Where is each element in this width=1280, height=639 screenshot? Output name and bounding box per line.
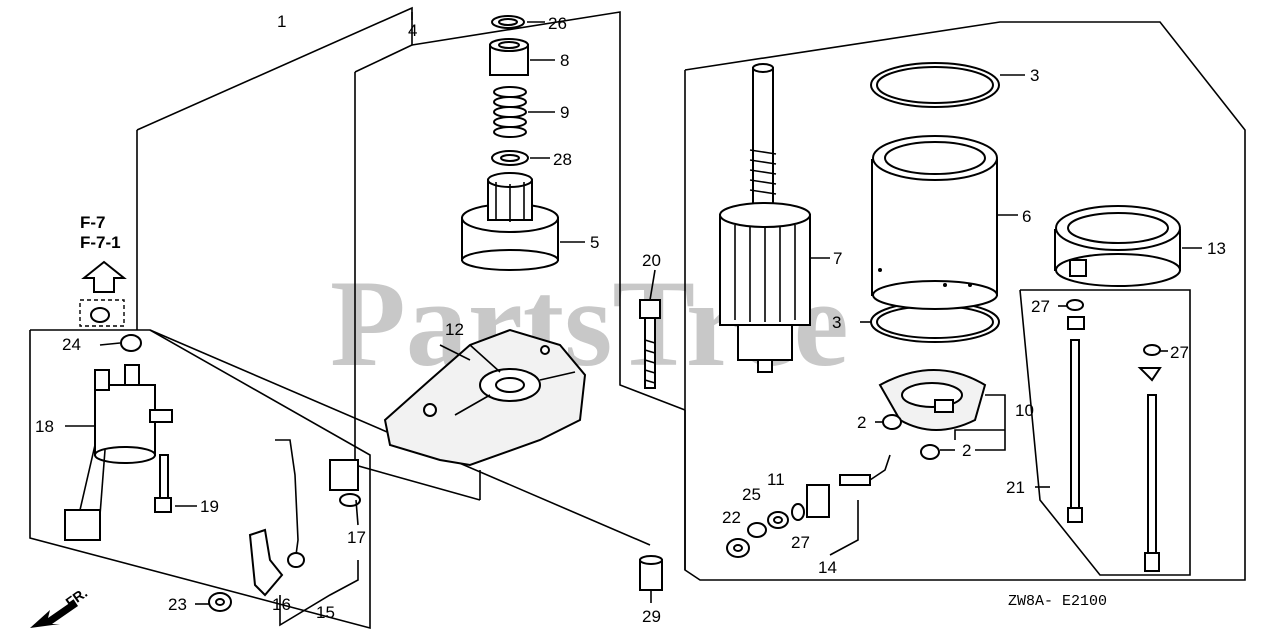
callout-27-right: 27: [1170, 343, 1189, 362]
part-9-spring[interactable]: [493, 86, 527, 138]
callout-1: 1: [277, 12, 286, 31]
front-arrow-icon: [30, 600, 78, 628]
part-6-yoke[interactable]: [871, 135, 998, 310]
callout-2-left: 2: [857, 413, 866, 432]
part-7-armature[interactable]: [719, 63, 811, 373]
part-27-washer-right[interactable]: [1137, 344, 1162, 382]
leader-lines: [65, 21, 1202, 627]
callout-14: 14: [818, 558, 837, 577]
callout-3-top: 3: [1030, 66, 1039, 85]
callout-17: 17: [347, 528, 366, 547]
callout-2-right: 2: [962, 441, 971, 460]
callout-23: 23: [168, 595, 187, 614]
part-17-boot[interactable]: [329, 459, 361, 507]
part-14-terminal[interactable]: [806, 454, 891, 518]
callout-25: 25: [742, 485, 761, 504]
callout-22: 22: [722, 508, 741, 527]
part-28-washer[interactable]: [491, 150, 529, 166]
ref-label-2: F-7-1: [80, 233, 121, 252]
part-5-pinion[interactable]: [461, 172, 559, 271]
callout-16: 16: [272, 595, 291, 614]
callout-18: 18: [35, 417, 54, 436]
callout-21: 21: [1006, 478, 1025, 497]
callout-29: 29: [642, 607, 661, 626]
callout-9: 9: [560, 103, 569, 122]
part-8-collar[interactable]: [489, 38, 529, 76]
part-23-nut[interactable]: [208, 592, 232, 612]
ref-label-1: F-7: [80, 213, 106, 232]
callout-15: 15: [316, 603, 335, 622]
callout-26: 26: [548, 14, 567, 33]
part-24-nut[interactable]: [120, 334, 142, 352]
part-21-bolt-right[interactable]: [1144, 394, 1160, 572]
callout-4: 4: [408, 21, 417, 40]
part-27-washer-mid[interactable]: [791, 503, 805, 521]
diagram-code: ZW8A- E2100: [1008, 593, 1107, 610]
part-27-washer-right-top[interactable]: [1066, 299, 1085, 330]
part-20-bolt[interactable]: [639, 299, 661, 389]
part-22-nut[interactable]: [726, 538, 750, 558]
reference-arrow-icon: [79, 260, 127, 327]
part-3-oring-top[interactable]: [870, 62, 1000, 108]
callout-27-mid: 27: [791, 533, 810, 552]
part-3-oring-bottom[interactable]: [870, 301, 1000, 343]
callout-20: 20: [642, 251, 661, 270]
callout-28: 28: [553, 150, 572, 169]
part-21-bolt-left[interactable]: [1067, 339, 1083, 523]
callout-12: 12: [445, 320, 464, 339]
part-11-washer[interactable]: [767, 511, 789, 529]
part-13-cover[interactable]: [1054, 205, 1181, 287]
callout-5: 5: [590, 233, 599, 252]
callout-13: 13: [1207, 239, 1226, 258]
callout-8: 8: [560, 51, 569, 70]
assembly-outline-21: [1019, 289, 1191, 576]
part-2-nut-left[interactable]: [882, 414, 902, 430]
part-2-nut-right[interactable]: [920, 444, 940, 460]
part-12-bracket[interactable]: [383, 328, 587, 467]
part-10-brush-holder[interactable]: [878, 369, 987, 431]
part-16-cable[interactable]: [248, 439, 305, 597]
callout-27-top: 27: [1031, 297, 1050, 316]
callout-7: 7: [833, 249, 842, 268]
callout-11: 11: [767, 470, 785, 489]
part-29-collar[interactable]: [639, 555, 663, 591]
part-19-bolt[interactable]: [154, 454, 172, 513]
callout-3-bottom: 3: [832, 313, 841, 332]
callout-10: 10: [1015, 401, 1034, 420]
callout-19: 19: [200, 497, 219, 516]
part-25-washer[interactable]: [747, 522, 767, 538]
part-18-solenoid[interactable]: [64, 364, 173, 541]
callout-6: 6: [1022, 207, 1031, 226]
callout-24: 24: [62, 335, 81, 354]
part-26-washer[interactable]: [491, 15, 525, 29]
assembly-outline-main: [684, 21, 1246, 581]
